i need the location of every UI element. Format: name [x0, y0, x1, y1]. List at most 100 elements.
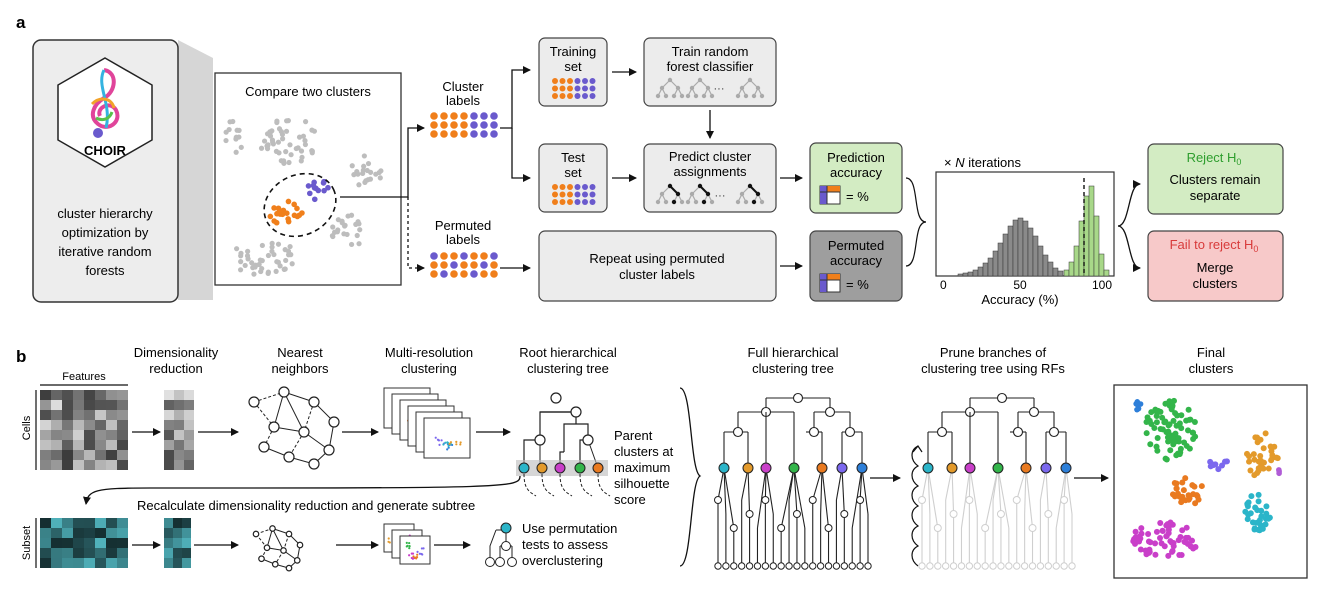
matrix-cell	[174, 440, 184, 450]
permuted-labels-line-1: Permuted	[435, 218, 491, 233]
label-dot	[470, 261, 478, 269]
final-dot	[1260, 445, 1267, 452]
histogram-bar	[1012, 219, 1019, 277]
matrix-cell	[184, 410, 194, 420]
final-dot	[1198, 483, 1205, 490]
tree-branch	[756, 467, 767, 529]
reject-h0-box	[1147, 143, 1284, 215]
tree-node	[1012, 426, 1024, 438]
cell-dot	[344, 231, 350, 238]
leaf-node	[730, 562, 738, 570]
final-dot	[1274, 455, 1281, 462]
repeat-line-1: Repeat using permuted	[589, 251, 724, 266]
permuted-labels-grid	[430, 252, 498, 278]
train-rf-line-2: forest classifier	[667, 59, 754, 74]
cell-dot	[256, 261, 262, 268]
histogram-bar	[997, 242, 1004, 277]
graph-node	[283, 451, 295, 463]
parent-clusters-text: Parent clusters at maximum silhouette sc…	[614, 428, 674, 507]
roottree-line-2: clustering tree	[527, 361, 609, 376]
cluster-dot	[412, 555, 415, 558]
label-dot	[480, 121, 488, 129]
cell-dot	[270, 139, 276, 145]
matrix-cell	[95, 410, 106, 420]
multires-line-2: clustering	[401, 361, 457, 376]
matrix-cell	[51, 440, 62, 450]
cell-dot	[288, 252, 294, 258]
matrix-cell	[84, 528, 95, 538]
matrix-cell	[95, 558, 106, 568]
leaf-node	[1044, 562, 1053, 570]
cell-dot	[244, 253, 251, 259]
inner-node	[856, 496, 865, 504]
matrix-cell	[182, 518, 191, 528]
set-dot	[552, 78, 558, 84]
inner-node	[949, 510, 958, 518]
matrix-cell	[164, 460, 174, 470]
leaf-node	[1068, 562, 1076, 570]
hist-xlabel: Accuracy (%)	[981, 292, 1058, 307]
tree-node	[495, 557, 505, 567]
cluster-dot	[408, 547, 411, 550]
matrix-cell	[40, 430, 51, 440]
leaf-node	[864, 562, 872, 570]
tree-node	[735, 199, 741, 205]
cluster-dot	[387, 540, 390, 543]
matrix-cell	[84, 538, 95, 548]
matrix-cell	[95, 548, 106, 558]
tree-node	[709, 199, 715, 205]
matrix-cell	[184, 460, 194, 470]
label-dot	[490, 130, 498, 138]
inner-node	[792, 510, 801, 518]
leaf-node	[832, 562, 841, 570]
matrix-cell	[84, 558, 95, 568]
cells-label: Cells	[21, 415, 33, 440]
tree-node	[679, 199, 685, 205]
matrix-cell	[184, 420, 194, 430]
final-dot	[1169, 402, 1176, 409]
cluster-dot	[387, 537, 390, 540]
tree-node	[663, 93, 669, 99]
cluster-dot	[320, 180, 327, 186]
matrix-cell	[51, 518, 62, 528]
tree-branch	[841, 467, 845, 515]
final-dot	[1173, 485, 1180, 492]
leaf-node	[816, 562, 825, 570]
cell-dot	[252, 264, 258, 270]
inner-node	[1044, 510, 1053, 518]
tree-node	[689, 85, 695, 91]
prediction-accuracy-line-1: Prediction	[827, 150, 885, 165]
histogram-bar	[1078, 220, 1085, 277]
matrix-cell	[174, 390, 184, 400]
cluster-dot	[271, 205, 277, 211]
final-dot	[1177, 534, 1184, 541]
final-dot	[1269, 452, 1276, 459]
cell-dot	[345, 213, 351, 219]
cell-dot	[276, 126, 283, 132]
tree-node	[743, 93, 749, 99]
matrix-cell	[51, 410, 62, 420]
final-dot	[1262, 521, 1269, 528]
matrix-cell	[73, 558, 84, 568]
cell-dot	[302, 141, 309, 148]
fail-title: Fail to reject H0	[1170, 237, 1259, 254]
cluster-dot	[273, 219, 280, 226]
cell-dot	[300, 133, 307, 139]
parent-line-3: maximum	[614, 460, 670, 475]
arrow-to-test	[511, 128, 531, 182]
cluster-node	[816, 462, 828, 474]
multiresolution-stack	[383, 387, 471, 459]
final-dot	[1161, 543, 1168, 550]
cell-dot	[283, 149, 289, 155]
histogram-bar	[1052, 267, 1059, 277]
matrix-cell	[84, 518, 95, 528]
final-dot	[1245, 511, 1252, 518]
graph-node	[258, 441, 270, 453]
tree-branch	[563, 423, 576, 452]
histogram-bar	[1042, 254, 1049, 277]
matrix-cell	[51, 528, 62, 538]
histogram-bar	[1057, 270, 1064, 277]
histogram-bar	[972, 269, 979, 277]
histogram-bar	[1103, 269, 1110, 277]
matrix-cell	[73, 460, 84, 470]
